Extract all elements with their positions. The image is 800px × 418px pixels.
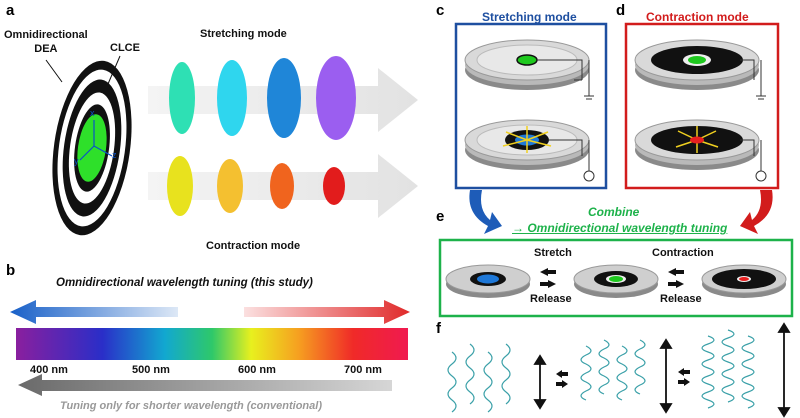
tick-400: 400 nm [30, 364, 68, 376]
tick-700: 700 nm [344, 364, 382, 376]
panel-c-letter: c [436, 2, 445, 19]
panel-d-title: Contraction mode [646, 10, 749, 24]
blue-curve-arrow [469, 190, 502, 234]
panel-d-frame [624, 22, 780, 190]
dea-label: Omnidirectional DEA [4, 29, 88, 55]
contraction-label: Contraction [652, 247, 714, 259]
contract-ellipse [270, 163, 294, 209]
exchange-arrows [540, 268, 684, 288]
panel-e-letter: e [436, 208, 445, 225]
tick-600: 600 nm [238, 364, 276, 376]
spectrum-bar [16, 328, 408, 360]
helix-group-1 [447, 343, 511, 413]
panel-e-frame [438, 238, 794, 318]
device-c-bottom [464, 119, 595, 182]
panel-f-letter: f [436, 320, 441, 337]
release-label-1: Release [530, 293, 572, 305]
panel-c-frame [454, 22, 608, 190]
device-c-top [464, 39, 594, 100]
gray-arrow [18, 374, 392, 396]
stretch-ellipse [169, 62, 195, 134]
panel-a-letter: a [6, 2, 15, 19]
helix-group-2 [580, 339, 646, 401]
combine-label: Combine [588, 205, 640, 219]
panel-d-letter: d [616, 2, 626, 19]
omni-tuning-label: → Omnidirectional wavelength tuning [512, 221, 728, 235]
length-arrows [533, 322, 791, 418]
tick-500: 500 nm [132, 364, 170, 376]
contraction-mode-label: Contraction mode [206, 240, 301, 252]
panel-c-title: Stretching mode [482, 10, 577, 24]
helix-group-3 [701, 329, 755, 409]
stretching-mode-label: Stretching mode [200, 28, 287, 40]
color-ellipses [167, 56, 356, 216]
clce-label: CLCE [110, 42, 140, 54]
omni-tuning-text: Omnidirectional wavelength tuning (this … [56, 277, 313, 289]
device-d-top [634, 39, 766, 100]
axis-y-label: y [74, 156, 79, 166]
stretch-ellipse [217, 60, 247, 136]
device-e1 [445, 264, 531, 298]
device-e2 [573, 264, 659, 298]
device-e3 [701, 264, 787, 298]
f-exchange-arrows [556, 368, 690, 388]
blue-arrow [10, 300, 178, 324]
conventional-text: Tuning only for shorter wavelength (conv… [60, 400, 322, 412]
panel-b-letter: b [6, 262, 16, 279]
stretch-ellipse [267, 58, 301, 138]
red-arrow [244, 300, 410, 324]
axis-x-label: x [90, 108, 95, 118]
contract-ellipse [167, 156, 193, 216]
contract-ellipse [323, 167, 345, 205]
release-label-2: Release [660, 293, 702, 305]
red-curve-arrow [740, 190, 773, 234]
contract-ellipse [217, 159, 243, 213]
axis-z-label: z [112, 150, 117, 160]
stretch-label: Stretch [534, 247, 572, 259]
device-d-bottom [634, 119, 767, 182]
stretch-ellipse [316, 56, 356, 140]
panel-b-graphic [10, 300, 410, 396]
